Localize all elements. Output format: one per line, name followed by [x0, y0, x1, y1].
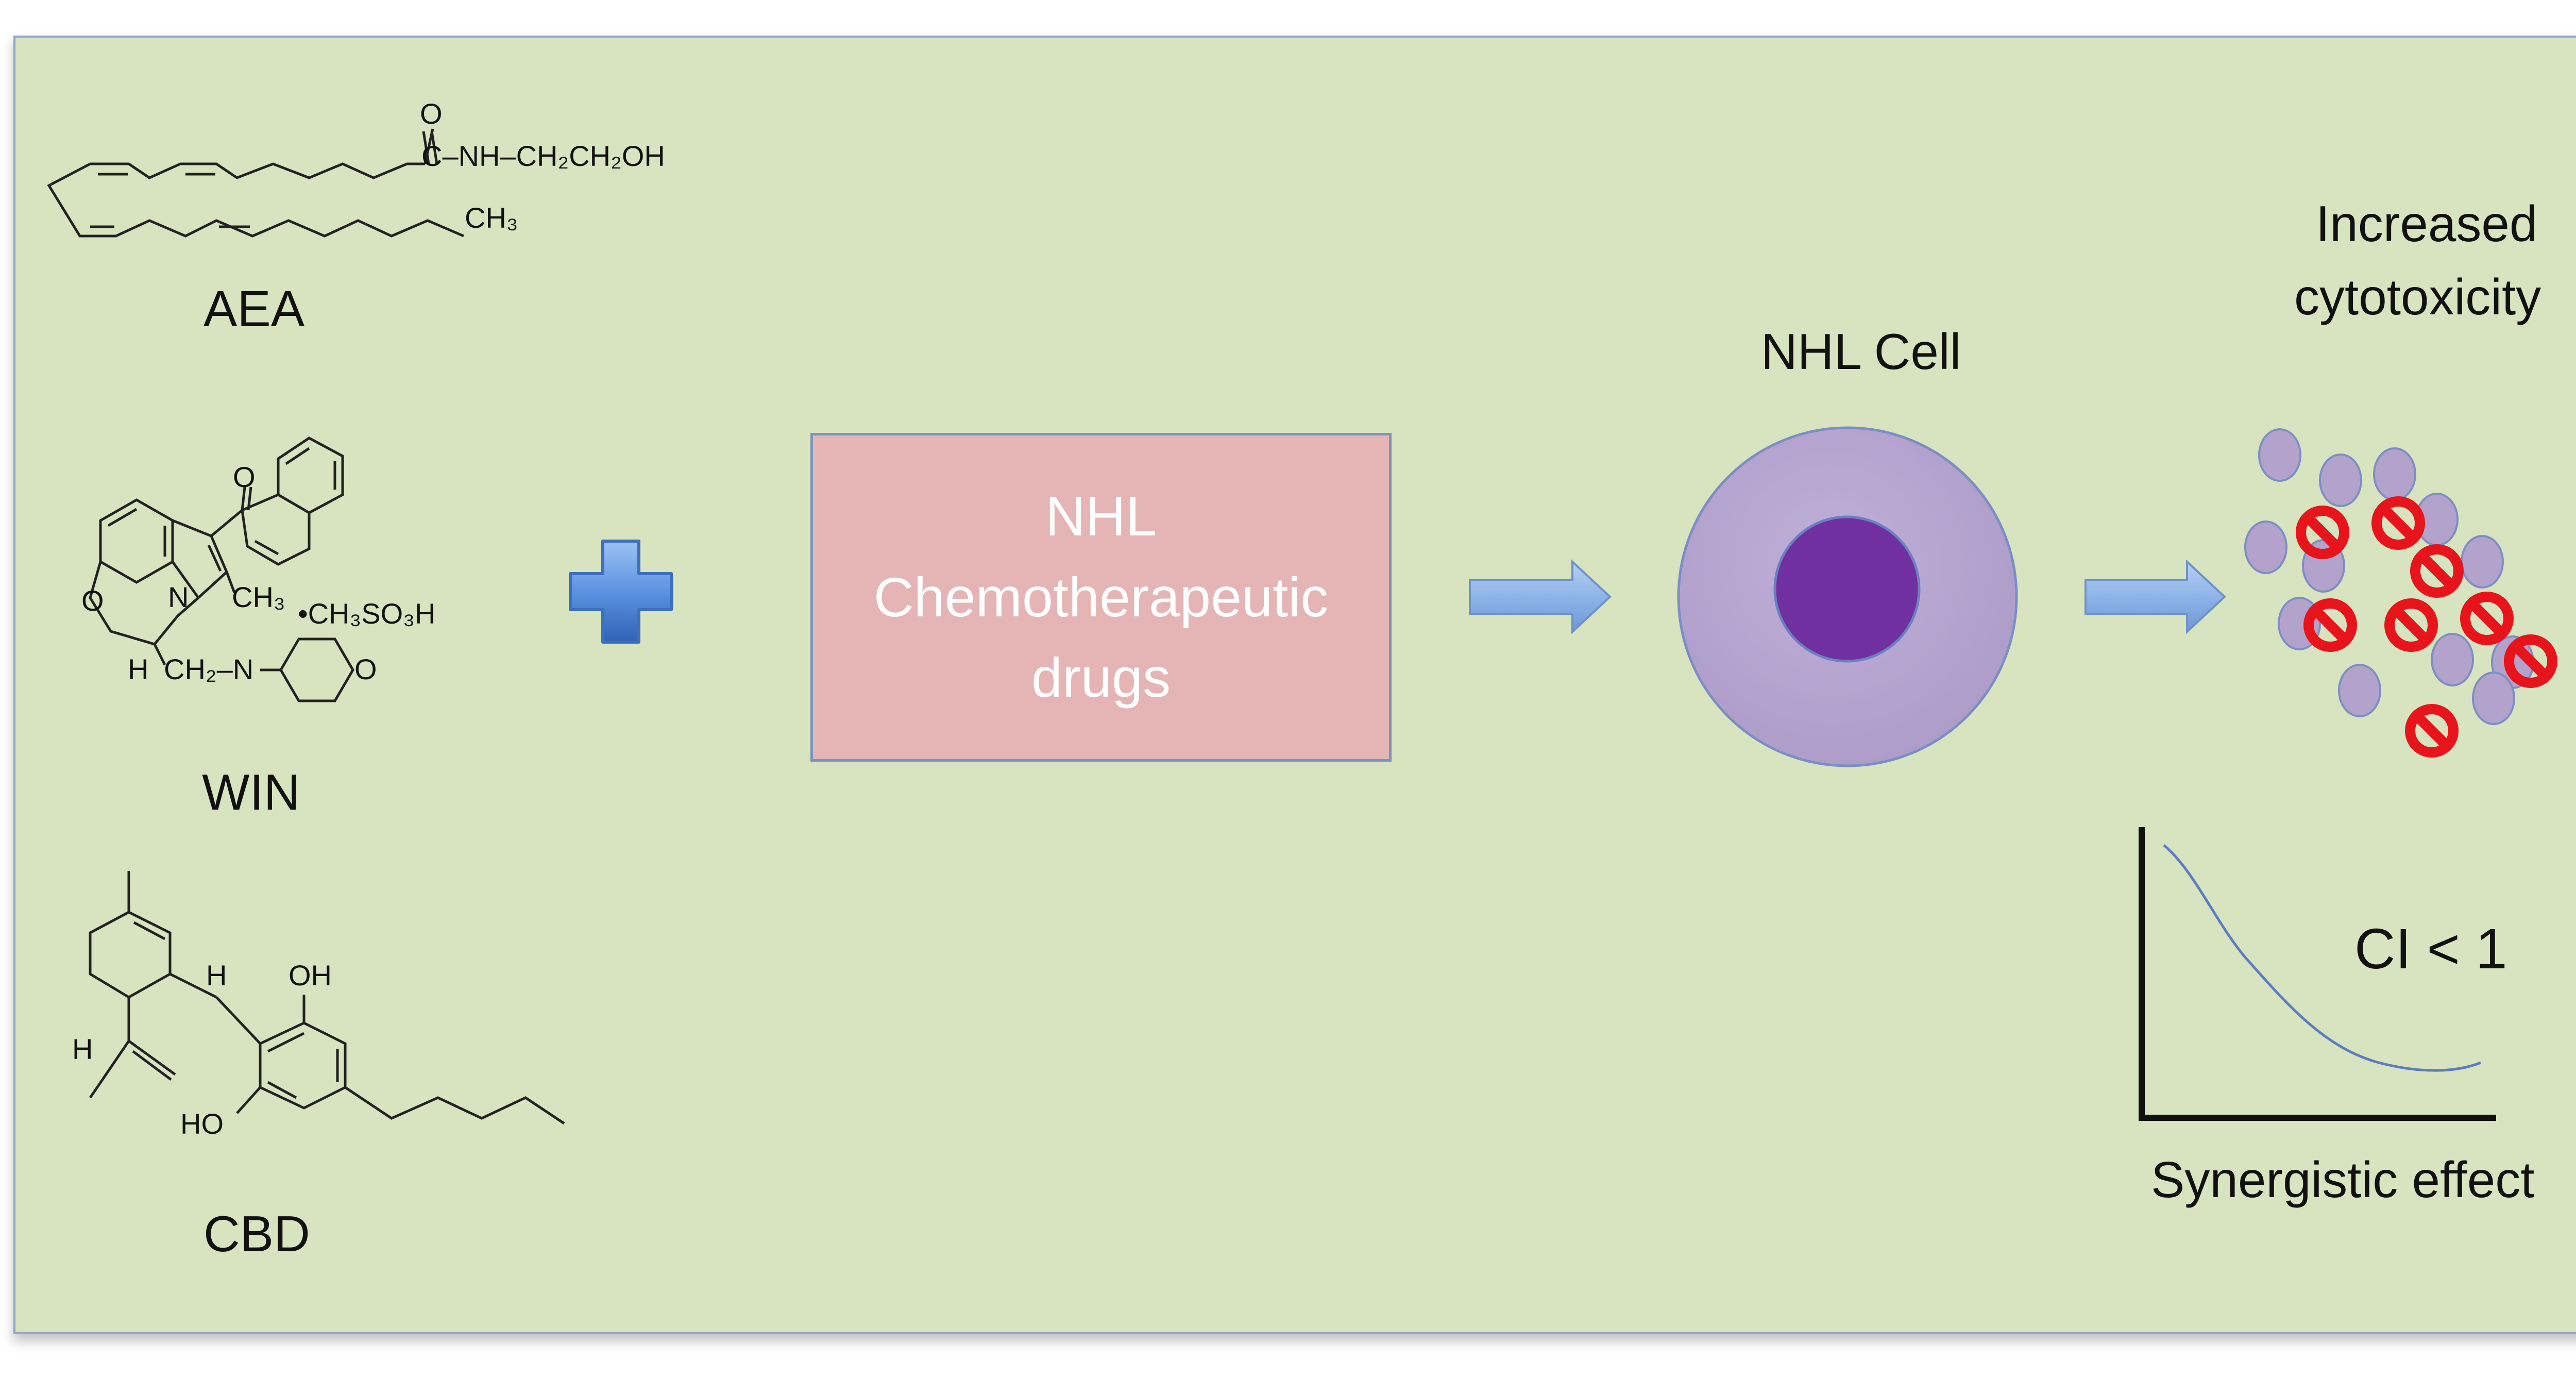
ci-annotation: CI < 1: [2354, 917, 2507, 981]
plot-curve: [2163, 844, 2481, 1072]
cell-label: NHL Cell: [1761, 323, 1961, 380]
synergy-plot: [2139, 827, 2496, 1121]
arrow-right-icon: [2084, 559, 2226, 634]
aea-methyl: CH₃: [465, 201, 518, 234]
aea-structure: [47, 128, 464, 238]
win-label: WIN: [202, 764, 300, 820]
cbd-structure: [89, 871, 565, 1125]
aea-label: AEA: [204, 280, 305, 337]
outcome-label-line1: Increased: [2316, 195, 2538, 252]
drugs-box-line: Chemotherapeutic: [873, 565, 1329, 628]
win-o-ring: O: [81, 584, 104, 617]
cbd-label: CBD: [204, 1205, 310, 1262]
win-n: N: [168, 581, 189, 613]
cbd-oh-top: OH: [289, 959, 332, 992]
cbd-h-lower: H: [72, 1033, 93, 1065]
drugs-box-line: drugs: [1031, 646, 1171, 709]
outcome-label-line2: cytotoxicity: [2294, 268, 2541, 325]
cbd-ho-bottom: HO: [180, 1107, 224, 1140]
aea-carbonyl-o: O: [420, 97, 443, 130]
win-methyl: CH₃: [232, 581, 285, 613]
win-h: H: [128, 653, 149, 685]
win-structure: [89, 436, 354, 702]
plus-icon: [569, 540, 673, 644]
arrow-right-icon: [1469, 559, 1612, 634]
synergy-caption: Synergistic effect: [2151, 1151, 2535, 1208]
cell-nucleus: [1773, 515, 1921, 663]
cbd-h-upper: H: [206, 959, 227, 992]
win-ketone-o: O: [233, 461, 256, 493]
drugs-box-line: NHL: [1045, 485, 1157, 548]
aea-chain-end: C–NH–CH₂CH₂OH: [421, 140, 665, 172]
dead-cell-cluster: [2244, 428, 2557, 758]
win-morpholine-o: O: [354, 653, 377, 685]
chemotherapeutic-drugs-box: NHL Chemotherapeutic drugs: [810, 433, 1392, 762]
win-salt: •CH₃SO₃H: [298, 597, 436, 630]
win-linker: CH₂–N: [164, 653, 254, 685]
